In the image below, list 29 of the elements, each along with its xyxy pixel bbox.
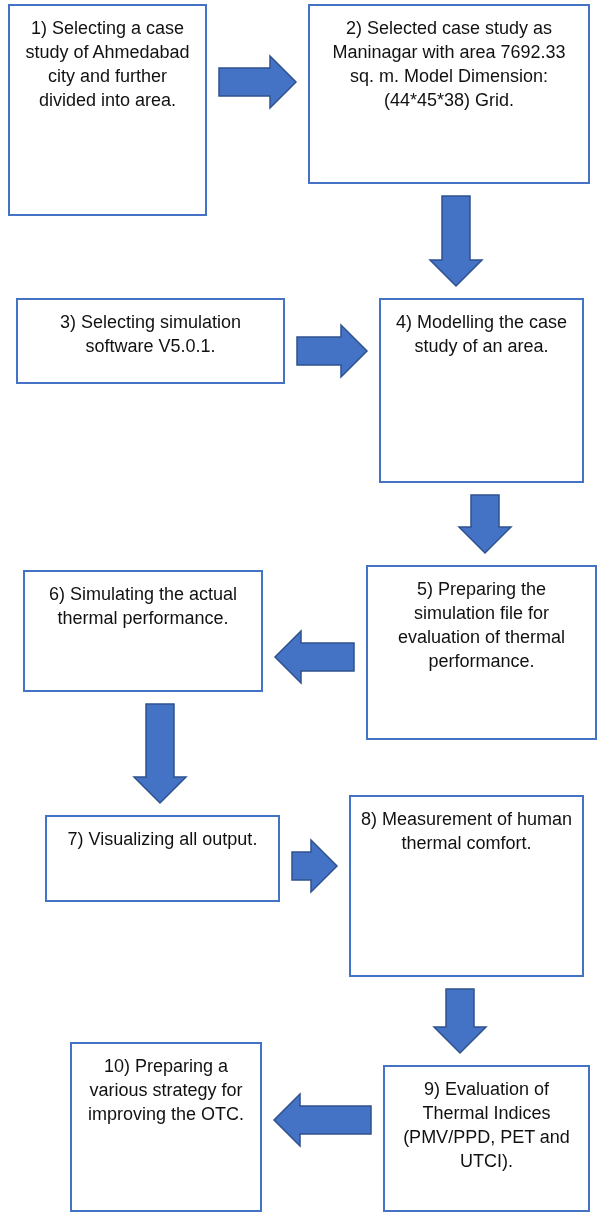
block-arrow (428, 195, 484, 288)
process-box (23, 570, 263, 692)
block-arrow (296, 323, 369, 379)
process-box (70, 1042, 262, 1212)
step-text: 5) Preparing the simulation file for evaluation of thermal performance. (396, 578, 567, 673)
step-text: 8) Measurement of human thermal comfort. (359, 808, 574, 855)
process-box (383, 1065, 590, 1212)
step-text: 10) Preparing a various strategy for improving the OTC. (86, 1055, 246, 1126)
process-box (8, 4, 207, 216)
step-text: 4) Modelling the case study of an area. (394, 311, 569, 358)
step-text: 3) Selecting simulation software V5.0.1. (58, 311, 243, 358)
step-text: 6) Simulating the actual thermal performance. (47, 583, 239, 630)
block-arrow (218, 54, 298, 110)
step-text: 1) Selecting a case study of Ahmedabad city and further divided into area. (24, 17, 191, 112)
block-arrow (432, 988, 488, 1055)
step-text: 2) Selected case study as Maninagar with area 7692.33 sq. m. Model Dimension: (44*45*38) Grid. (331, 17, 567, 112)
block-arrow (457, 494, 513, 555)
step-text: 7) Visualizing all output. (67, 828, 258, 851)
process-box (379, 298, 584, 483)
process-box (16, 298, 285, 384)
block-arrow (291, 838, 339, 894)
process-box (349, 795, 584, 977)
step-text: 9) Evaluation of Thermal Indices (PMV/PPD, PET and UTCI). (402, 1078, 571, 1173)
process-box (308, 4, 590, 184)
block-arrow (272, 1092, 372, 1148)
process-box (45, 815, 280, 902)
block-arrow (273, 629, 355, 685)
process-box (366, 565, 597, 740)
block-arrow (132, 703, 188, 805)
